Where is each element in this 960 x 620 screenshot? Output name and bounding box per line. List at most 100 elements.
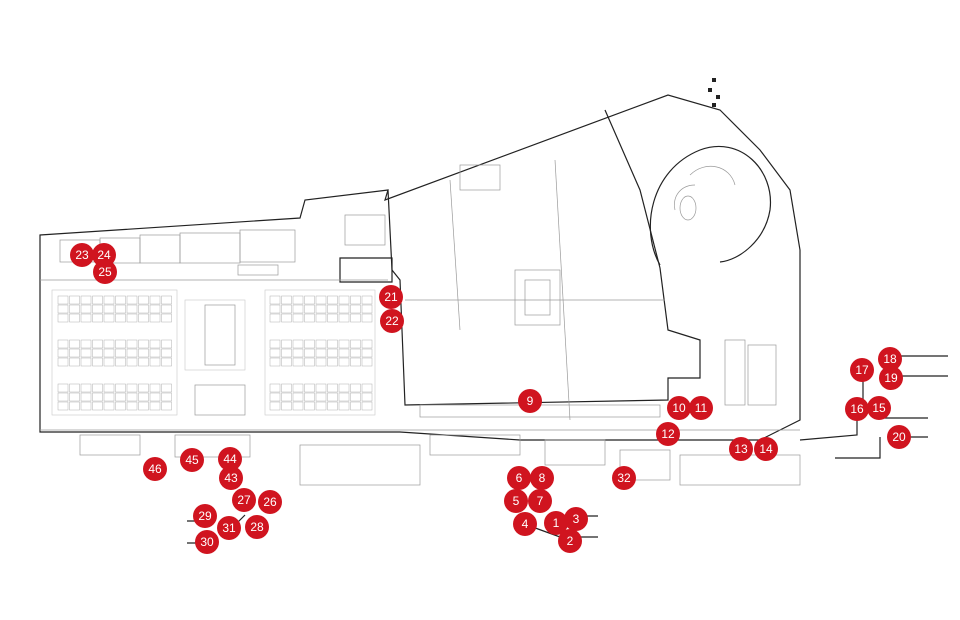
parking-stall [361, 304, 373, 314]
parking-stall [126, 304, 138, 314]
parking-stall [69, 357, 80, 367]
marker-dot [612, 466, 636, 490]
marker-label: 10 [672, 401, 686, 415]
parking-stall [92, 383, 103, 393]
marker-dot [564, 507, 588, 531]
map-marker-16[interactable]: 16 [845, 397, 869, 421]
marker-dot [92, 243, 116, 267]
building-outline [39, 94, 801, 441]
parking-stall [315, 348, 327, 358]
parking-stall [69, 383, 80, 393]
map-marker-9[interactable]: 9 [518, 389, 542, 413]
map-marker-19[interactable]: 19 [879, 366, 903, 390]
parking-stall [269, 339, 281, 349]
parking-stall [304, 304, 315, 314]
map-marker-29[interactable]: 29 [193, 504, 217, 528]
marker-dot [689, 396, 713, 420]
marker-label: 22 [385, 314, 399, 328]
marker-label: 7 [537, 494, 544, 508]
marker-label: 4 [522, 517, 529, 531]
map-marker-3[interactable]: 3 [564, 507, 588, 531]
map-marker-30[interactable]: 30 [195, 530, 219, 554]
parking-stall [292, 348, 304, 358]
marker-dot [143, 457, 167, 481]
parking-stall [115, 313, 126, 323]
parking-stall [80, 401, 92, 411]
parking-stall [103, 401, 115, 411]
parking-stall [304, 313, 315, 323]
parking-stall [304, 348, 315, 358]
map-marker-5[interactable]: 5 [504, 489, 528, 513]
map-marker-44[interactable]: 44 [218, 447, 242, 471]
map-marker-6[interactable]: 6 [507, 466, 531, 490]
marker-label: 17 [855, 363, 869, 377]
map-marker-11[interactable]: 11 [689, 396, 713, 420]
map-marker-26[interactable]: 26 [258, 490, 282, 514]
map-marker-21[interactable]: 21 [379, 285, 403, 309]
parking-stall [161, 339, 172, 349]
marker-dot [867, 396, 891, 420]
map-marker-24[interactable]: 24 [92, 243, 116, 267]
parking-stall [327, 313, 338, 323]
marker-label: 21 [384, 290, 398, 304]
parking-stall [304, 295, 315, 305]
map-marker-46[interactable]: 46 [143, 457, 167, 481]
map-marker-23[interactable]: 23 [70, 243, 94, 267]
map-marker-4[interactable]: 4 [513, 512, 537, 536]
map-marker-14[interactable]: 14 [754, 437, 778, 461]
parking-stall [161, 383, 172, 393]
parking-stall [292, 357, 304, 367]
parking-stall [161, 313, 172, 323]
parking-stall [338, 339, 350, 349]
parking-stall [304, 401, 315, 411]
bottom-strip [79, 404, 801, 486]
map-marker-10[interactable]: 10 [667, 396, 691, 420]
parking-stall [126, 313, 138, 323]
map-marker-20[interactable]: 20 [887, 425, 911, 449]
map-marker-43[interactable]: 43 [219, 466, 243, 490]
parking-stall [269, 313, 281, 323]
map-marker-12[interactable]: 12 [656, 422, 680, 446]
map-marker-15[interactable]: 15 [867, 396, 891, 420]
map-marker-25[interactable]: 25 [93, 260, 117, 284]
parking-stall [269, 295, 281, 305]
map-marker-31[interactable]: 31 [217, 516, 241, 540]
marker-dot [850, 358, 874, 382]
parking-stall [350, 383, 361, 393]
parking-stall [338, 383, 350, 393]
parking-stall [138, 401, 149, 411]
parking-stall [92, 401, 103, 411]
map-marker-8[interactable]: 8 [530, 466, 554, 490]
parking-stall [57, 339, 69, 349]
parking-stall [92, 348, 103, 358]
parking-stall [338, 401, 350, 411]
parking-stall [292, 392, 304, 402]
parking-stall [350, 339, 361, 349]
parking-stall [80, 295, 92, 305]
parking-stall [149, 313, 161, 323]
marker-label: 14 [759, 442, 773, 456]
parking-stall [138, 304, 149, 314]
map-marker-1[interactable]: 1 [544, 511, 568, 535]
parking-stall [103, 348, 115, 358]
map-marker-2[interactable]: 2 [558, 529, 582, 553]
map-marker-45[interactable]: 45 [180, 448, 204, 472]
map-marker-22[interactable]: 22 [380, 309, 404, 333]
parking-stall [292, 304, 304, 314]
map-marker-7[interactable]: 7 [528, 489, 552, 513]
parking-stall [315, 392, 327, 402]
map-marker-27[interactable]: 27 [232, 488, 256, 512]
parking-stall [350, 348, 361, 358]
parking-stall [69, 339, 80, 349]
marker-dot [504, 489, 528, 513]
map-marker-17[interactable]: 17 [850, 358, 874, 382]
parking-stall [161, 392, 172, 402]
parking-stall [281, 295, 292, 305]
marker-dot [530, 466, 554, 490]
map-marker-28[interactable]: 28 [245, 515, 269, 539]
parking-stall [149, 339, 161, 349]
map-marker-32[interactable]: 32 [612, 466, 636, 490]
map-marker-13[interactable]: 13 [729, 437, 753, 461]
map-marker-18[interactable]: 18 [878, 347, 902, 371]
parking-stall [327, 348, 338, 358]
